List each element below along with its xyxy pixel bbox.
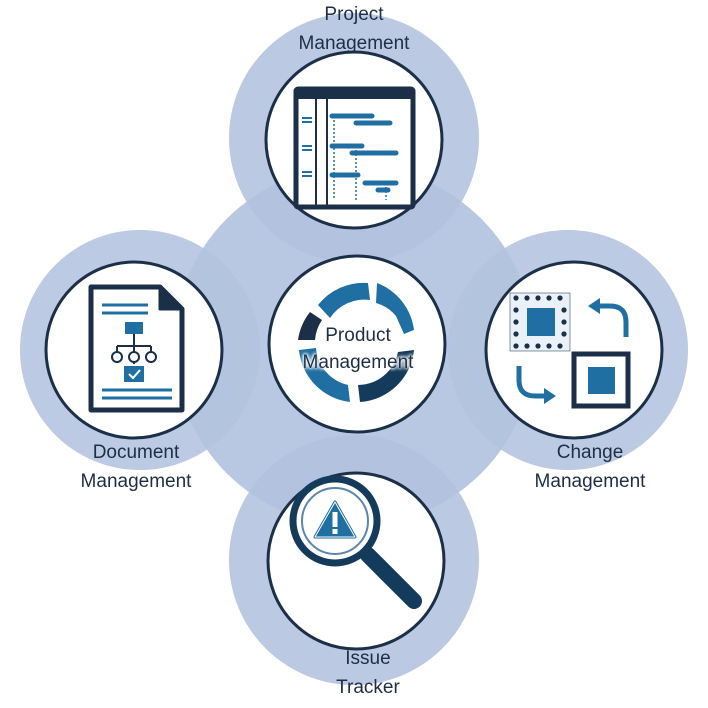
document-management-label: Document Management bbox=[36, 438, 236, 496]
project-management-label: Project Management bbox=[254, 0, 454, 58]
gantt-chart-icon bbox=[293, 86, 416, 210]
document-management-label-line1: Document bbox=[92, 442, 180, 463]
center-label: Product Management bbox=[258, 322, 458, 376]
issue-tracker-label-line1: Issue bbox=[345, 648, 391, 669]
node-center-circle bbox=[267, 254, 447, 434]
project-management-label-line2: Management bbox=[298, 33, 410, 54]
magnifier-warning-icon bbox=[289, 475, 422, 609]
issue-tracker-label-line2: Tracker bbox=[336, 677, 400, 698]
cycle-ring-icon bbox=[298, 282, 414, 402]
document-management-label-line2: Management bbox=[80, 471, 192, 492]
project-management-label-line1: Project bbox=[324, 4, 384, 25]
change-management-label-line2: Management bbox=[534, 471, 646, 492]
change-arrows-icon bbox=[509, 292, 631, 409]
center-label-line2: Management bbox=[302, 352, 414, 373]
center-label-line1: Product bbox=[325, 325, 391, 346]
change-management-label-line1: Change bbox=[556, 442, 624, 463]
issue-tracker-label: Issue Tracker bbox=[268, 644, 468, 702]
change-management-label: Change Management bbox=[490, 438, 690, 496]
document-flowchart-icon bbox=[88, 284, 185, 413]
